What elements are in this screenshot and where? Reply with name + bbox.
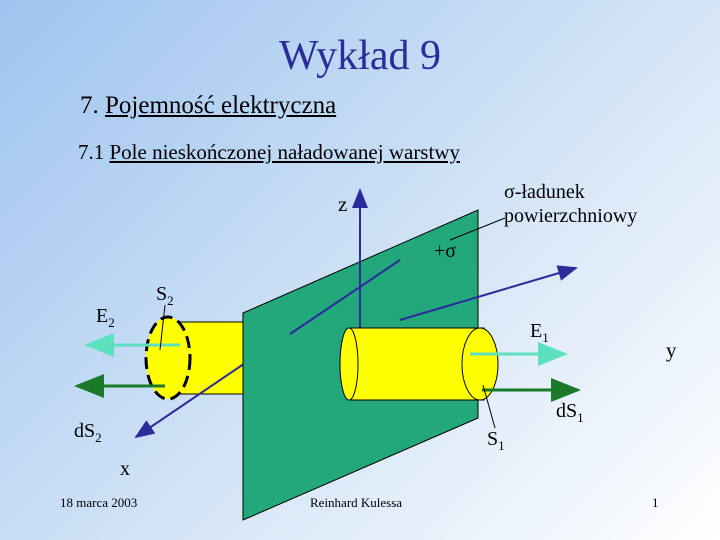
x-axis-front (289, 259, 401, 335)
sigma-charge-label: σ-ładunek powierzchniowy (504, 180, 637, 228)
s2-sub: 2 (167, 293, 174, 308)
s1-label: S1 (487, 428, 505, 454)
s2-base: S (156, 283, 168, 305)
e2-base: E (96, 305, 109, 327)
y-axis-line (399, 265, 578, 321)
y-axis-label: y (666, 338, 677, 362)
sigma-charge-label-line2: powierzchniowy (504, 205, 638, 227)
subsection-title: Pole nieskończonej naładowanej warstwy (109, 140, 460, 164)
plus-sigma-label: +σ (434, 240, 457, 262)
s2-label: S2 (156, 283, 174, 309)
ds1-sub: 1 (577, 410, 584, 425)
left-cylinder-cap-s2 (144, 315, 192, 401)
e2-label: E2 (96, 305, 115, 331)
s1-pointer-line (482, 384, 496, 429)
x-axis-label: x (120, 458, 130, 480)
e1-sub: 1 (542, 330, 549, 345)
ds1-base: dS (556, 400, 578, 422)
footer-author: Reinhard Kulessa (310, 495, 403, 510)
slide-title: Wykład 9 (279, 33, 441, 79)
s1-base: S (487, 428, 499, 450)
ds1-label: dS1 (556, 400, 584, 426)
e1-label: E1 (530, 320, 549, 346)
sigma-charge-label-line1: σ-ładunek (504, 181, 585, 203)
sigma-pointer-line (449, 217, 506, 241)
ds2-sub: 2 (95, 430, 102, 445)
footer-date: 18 marca 2003 (60, 495, 138, 510)
right-cylinder-cap-s1 (461, 327, 499, 401)
z-axis-label: z (338, 192, 348, 216)
ds2-label: dS2 (74, 420, 102, 446)
subsection-number: 7.1 (78, 140, 105, 164)
subsection-heading: 7.1 Pole nieskończonej naładowanej warst… (78, 140, 460, 165)
s1-sub: 1 (498, 438, 505, 453)
section-heading: 7. Pojemność elektryczna (80, 92, 336, 120)
right-cylinder-back (339, 327, 359, 401)
section-title: Pojemność elektryczna (105, 92, 337, 119)
section-number: 7. (80, 92, 99, 119)
ds2-base: dS (74, 420, 96, 442)
e2-sub: 2 (108, 315, 115, 330)
e1-base: E (530, 320, 543, 342)
s2-pointer-line (159, 304, 166, 351)
footer-page-number: 1 (652, 495, 659, 510)
